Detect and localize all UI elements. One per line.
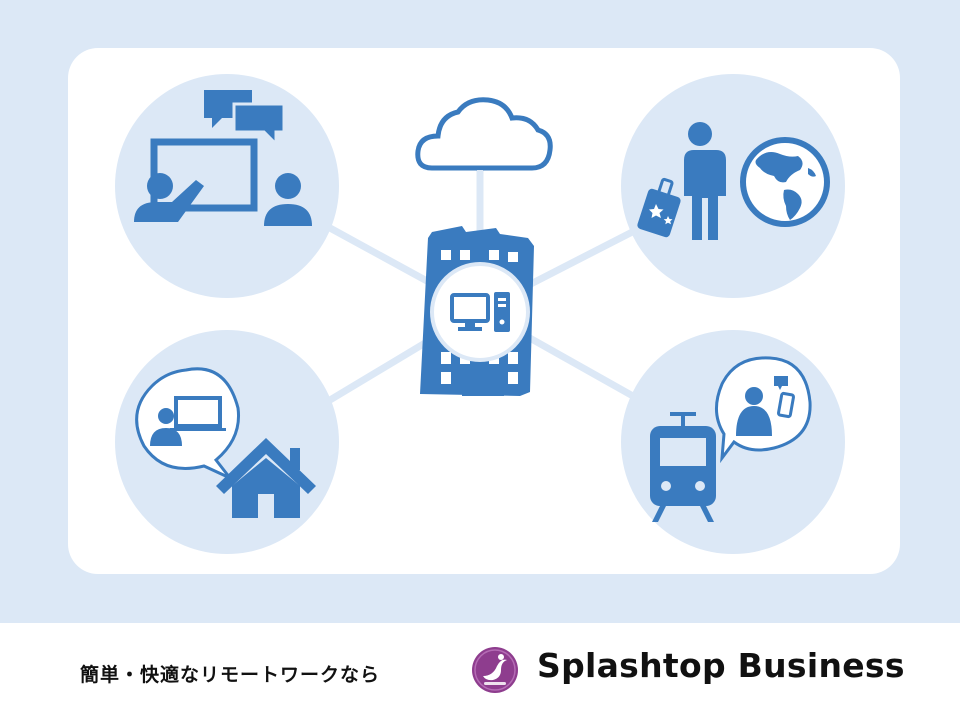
house-icon [216, 438, 316, 518]
cloud-icon [415, 97, 553, 230]
smartphone-user-bubble-icon [715, 356, 812, 464]
scene-circle-travel [621, 74, 845, 298]
video-call-bubble-icon [135, 367, 241, 480]
globe-icon [740, 137, 830, 227]
desktop-pc-icon [430, 262, 530, 362]
suitcase-icon [637, 177, 681, 238]
tagline: 簡単・快適なリモートワークなら [80, 664, 381, 686]
brand-name: Splashtop Business [537, 646, 905, 685]
presenter-icon [134, 173, 204, 222]
chat-bubbles-icon [204, 90, 286, 148]
traveler-icon [684, 122, 726, 240]
splashtop-logo-icon [472, 647, 518, 693]
train-icon [650, 412, 716, 522]
remote-work-illustration [115, 74, 845, 554]
audience-person-icon [264, 173, 312, 226]
